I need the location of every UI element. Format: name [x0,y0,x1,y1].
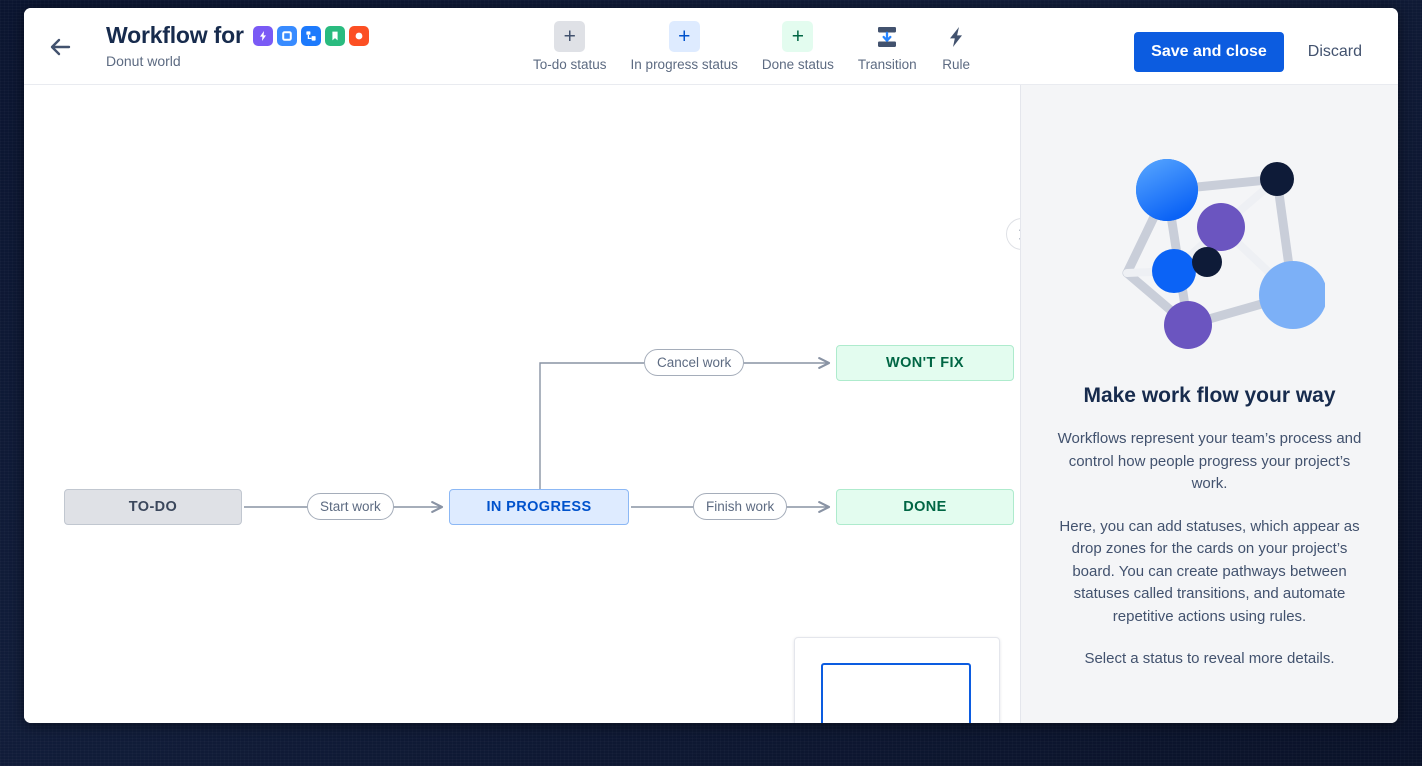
status-node-wont-fix[interactable]: WON'T FIX [836,345,1014,381]
transition-label-finish-work[interactable]: Finish work [693,493,788,520]
transition-icon [878,26,897,47]
workflow-edges [244,357,831,513]
back-button[interactable] [48,34,78,60]
rule-icon-wrap [941,21,972,52]
toolbar-label: Transition [857,57,917,72]
plus-icon: + [668,21,700,52]
page-title: Workflow for [106,22,244,48]
toolbar-label: Done status [761,57,834,72]
status-node-in-progress[interactable]: IN PROGRESS [449,489,629,525]
chevron-right-icon [1019,228,1020,240]
discard-button[interactable]: Discard [1294,32,1376,72]
add-inprogress-status-button[interactable]: + In progress status [619,21,750,72]
status-node-done[interactable]: DONE [836,489,1014,525]
app-header: Workflow for [24,8,1398,85]
panel-paragraph-3: Select a status to reveal more details. [1084,650,1335,667]
add-transition-button[interactable]: Transition [846,21,929,72]
workflow-nodes-badge-icon[interactable] [300,25,321,46]
arrow-left-icon [50,38,71,56]
badge-group [252,25,369,46]
plus-icon: + [782,21,814,52]
toolbar: + To-do status + In progress status + Do… [521,21,984,72]
info-panel: Make work flow your way Workflows repres… [1020,85,1398,723]
save-and-close-button[interactable]: Save and close [1134,32,1284,72]
workflow-canvas[interactable]: TO-DO IN PROGRESS WON'T FIX DONE Start w… [24,85,1020,723]
transition-label-start-work[interactable]: Start work [307,493,394,520]
header-actions: Save and close Discard [1134,32,1376,72]
toolbar-label: To-do status [533,57,607,72]
lightning-bolt-icon [950,26,963,47]
transition-icon-wrap [872,21,903,52]
editor-body: TO-DO IN PROGRESS WON'T FIX DONE Start w… [24,85,1398,723]
toolbar-label: Rule [942,57,971,72]
circle-badge-icon[interactable] [348,25,369,46]
page-subtitle: Donut world [106,53,181,69]
bookmark-badge-icon[interactable] [324,25,345,46]
panel-paragraph-1: Workflows represent your team’s process … [1057,430,1362,492]
status-node-todo[interactable]: TO-DO [64,489,242,525]
network-graph-illustration [1122,159,1325,349]
title-block: Workflow for [106,22,369,69]
transition-label-cancel-work[interactable]: Cancel work [644,349,745,376]
toolbar-label: In progress status [630,57,738,72]
add-rule-button[interactable]: Rule [929,21,984,72]
panel-title: Make work flow your way [1083,384,1336,407]
plus-icon: + [554,21,586,52]
add-todo-status-button[interactable]: + To-do status [521,21,619,72]
square-outline-badge-icon[interactable] [276,25,297,46]
add-done-status-button[interactable]: + Done status [750,21,846,72]
workflow-editor-window: Workflow for [24,8,1398,723]
panel-paragraph-2: Here, you can add statuses, which appear… [1059,517,1360,625]
lightning-badge-icon[interactable] [252,25,273,46]
minimap-panel[interactable] [794,637,1000,723]
minimap-viewport[interactable] [821,663,971,723]
